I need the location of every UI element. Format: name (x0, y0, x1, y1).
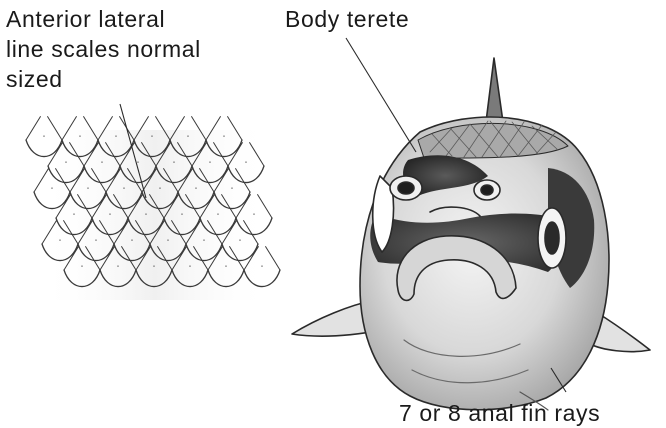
koi-head-illustration (292, 58, 650, 410)
label-scales-line-3: sized (6, 64, 201, 94)
scale-patch-illustration (26, 117, 280, 300)
label-scales-line-1: Anterior lateral (6, 4, 201, 34)
label-anal-fin-rays: 7 or 8 anal fin rays (399, 398, 600, 428)
leader-line-body (346, 38, 416, 152)
label-anterior-lateral-line-scales: Anterior lateral line scales normal size… (6, 4, 201, 94)
label-scales-line-2: line scales normal (6, 34, 201, 64)
dorsal-fin (486, 58, 503, 122)
label-body-terete: Body terete (285, 4, 409, 34)
